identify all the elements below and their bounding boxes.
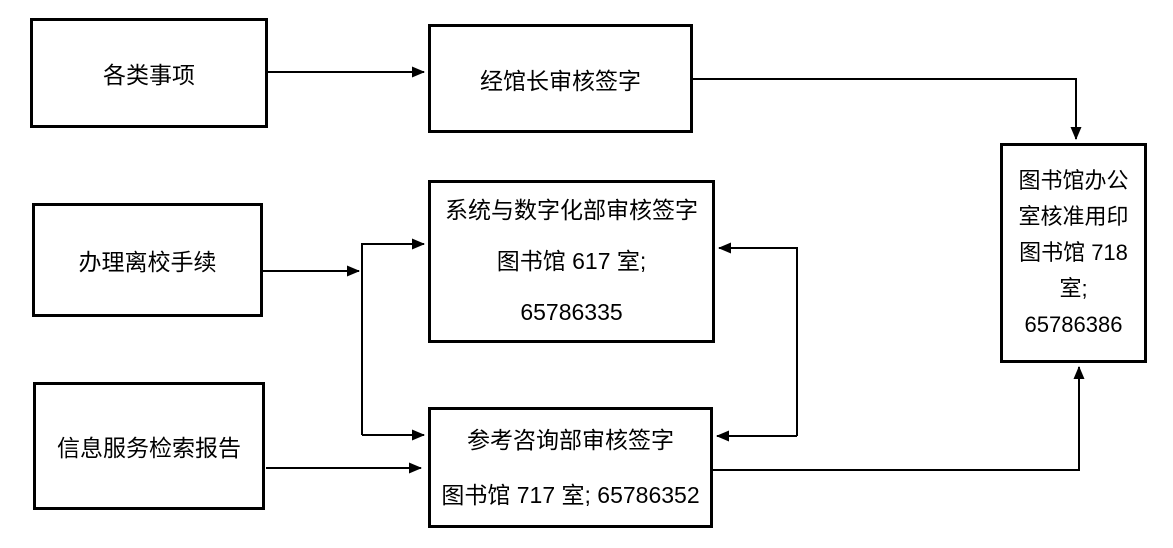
arrow-junction-to-systems <box>361 238 425 435</box>
node-text-line: 室; <box>1059 276 1088 301</box>
flow-node-misc-matters: 各类事项 <box>30 18 268 128</box>
node-text-line: 图书馆 617 室; <box>496 248 647 274</box>
arrow-reference-to-office <box>713 366 1085 471</box>
flow-node-leave-school: 办理离校手续 <box>32 203 263 317</box>
node-text-line: 图书馆办公 <box>1018 168 1129 193</box>
flow-node-info-service-report: 信息服务检索报告 <box>33 382 265 510</box>
arrow-rightloop-to-systems <box>718 242 798 436</box>
node-text-line: 室核准用印 <box>1018 204 1129 229</box>
node-text-line: 图书馆 717 室; 65786352 <box>441 481 700 508</box>
node-text-line: 65786386 <box>1024 312 1123 337</box>
flow-node-reference-dept: 参考咨询部审核签字 图书馆 717 室; 65786352 <box>428 407 713 528</box>
flow-node-office-seal: 图书馆办公 室核准用印 图书馆 718 室; 65786386 <box>1000 143 1147 363</box>
node-text-line: 经馆长审核签字 <box>480 67 641 94</box>
flow-node-director-sign: 经馆长审核签字 <box>428 24 693 133</box>
node-text-line: 参考咨询部审核签字 <box>467 426 674 453</box>
node-text-line: 信息服务检索报告 <box>57 435 241 461</box>
node-text-line: 系统与数字化部审核签字 <box>445 197 698 223</box>
node-text-line: 各类事项 <box>103 62 195 88</box>
node-text-line: 图书馆 718 <box>1019 240 1128 265</box>
node-text-line: 65786335 <box>520 299 623 325</box>
node-text-line: 办理离校手续 <box>78 249 217 275</box>
arrow-director-to-office <box>693 78 1082 140</box>
flow-node-systems-digital-dept: 系统与数字化部审核签字 图书馆 617 室; 65786335 <box>428 180 715 343</box>
